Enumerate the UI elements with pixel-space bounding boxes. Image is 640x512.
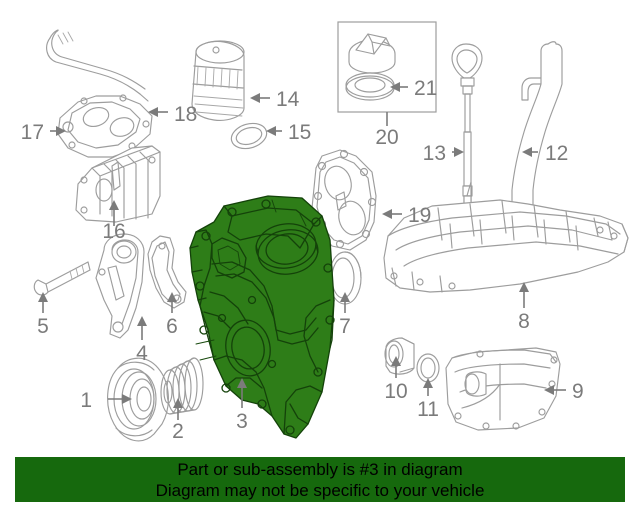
part-21-cap-gasket xyxy=(345,72,395,101)
part-14-oil-filter xyxy=(191,40,245,121)
part-13-dipstick xyxy=(451,43,483,207)
callout-label-8: 8 xyxy=(518,310,530,333)
callout-labels: 1 2 3 4 5 6 7 8 9 10 11 12 13 14 15 16 1… xyxy=(21,77,584,443)
callout-label-7: 7 xyxy=(339,315,351,338)
part-18-stud-and-hose xyxy=(46,29,149,102)
callout-label-16: 16 xyxy=(102,220,125,243)
callout-label-15: 15 xyxy=(288,121,311,144)
part-10-drain-sleeve xyxy=(384,337,415,375)
caption-banner: Part or sub-assembly is #3 in diagram Di… xyxy=(15,457,625,502)
callout-leaders xyxy=(38,82,566,420)
callout-label-10: 10 xyxy=(384,380,407,403)
part-11-drain-seal xyxy=(416,353,440,383)
part-6-support-bracket xyxy=(147,235,187,309)
callout-label-12: 12 xyxy=(545,142,568,165)
part-1-crankshaft-pulley xyxy=(107,357,169,442)
callout-label-4: 4 xyxy=(136,342,148,365)
part-17-oil-cooler-gasket xyxy=(57,94,153,158)
callout-label-17: 17 xyxy=(21,121,44,144)
caption-line-2: Diagram may not be specific to your vehi… xyxy=(155,480,485,500)
callout-label-14: 14 xyxy=(276,88,300,111)
inset-box-20 xyxy=(337,21,437,113)
caption-line-1: Part or sub-assembly is #3 in diagram xyxy=(177,459,463,479)
callout-label-6: 6 xyxy=(166,315,178,338)
callout-label-5: 5 xyxy=(37,315,49,338)
callout-label-21: 21 xyxy=(414,77,437,100)
callout-label-1: 1 xyxy=(80,389,92,412)
part-3-timing-cover-highlighted xyxy=(189,195,335,439)
part-16-oil-cooler xyxy=(75,145,161,223)
callout-label-19: 19 xyxy=(408,204,431,227)
part-9-lower-oil-pan xyxy=(445,347,561,431)
callout-label-11: 11 xyxy=(417,398,439,421)
part-8-upper-oil-pan xyxy=(383,199,629,293)
callout-label-2: 2 xyxy=(172,420,184,443)
callout-label-3: 3 xyxy=(236,410,248,433)
part-15-o-ring xyxy=(230,122,268,150)
callout-label-9: 9 xyxy=(572,380,584,403)
part-5-bolt xyxy=(33,261,91,296)
part-12-dipstick-tube xyxy=(511,41,563,213)
callout-label-13: 13 xyxy=(423,142,446,165)
callout-label-18: 18 xyxy=(174,103,197,126)
part-4-mounting-bracket xyxy=(95,233,145,339)
part-2-spacer-ring xyxy=(160,357,204,415)
part-20-oil-filler-cap xyxy=(348,33,396,74)
callout-label-20: 20 xyxy=(375,126,398,149)
